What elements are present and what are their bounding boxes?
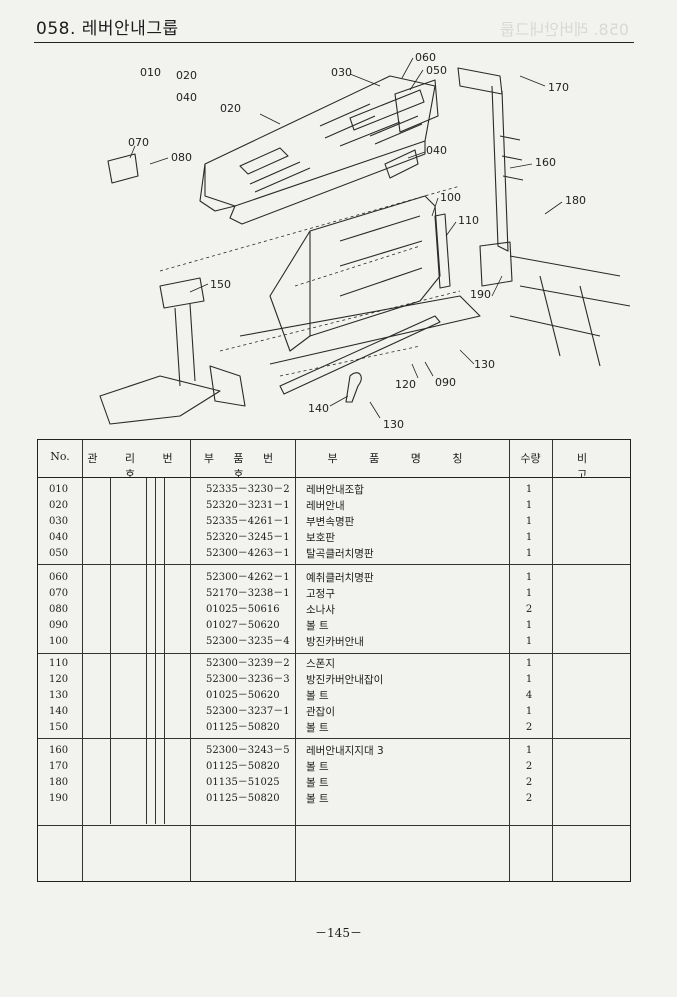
bleed-through-title: 058. 레버안내그룹 [499, 20, 629, 39]
callout-label: 180 [565, 194, 586, 207]
callout-label: 040 [426, 144, 447, 157]
diagram-linework [99, 67, 631, 425]
group-separator [38, 653, 630, 654]
column-divider [190, 440, 191, 881]
exploded-parts-diagram: 010 020 040 020 030 060 050 170 070 080 … [40, 46, 640, 436]
header-separator [38, 477, 630, 478]
header-mgmt-number: 관 리 번 호 [87, 452, 185, 481]
callout-label: 130 [383, 418, 404, 431]
header-remark: 비 고 [576, 452, 608, 481]
page-number: －145－ [315, 926, 362, 940]
header-no: No. [50, 450, 70, 463]
callout-label: 130 [474, 358, 495, 371]
callout-label: 020 [176, 69, 197, 82]
callout-label: 050 [426, 64, 447, 77]
callout-label: 070 [128, 136, 149, 149]
page-title: 058. 레버안내그룹 [36, 19, 179, 39]
callout-label: 110 [458, 214, 479, 227]
callout-label: 170 [548, 81, 569, 94]
callout-label: 190 [470, 288, 491, 301]
diagram-leaders [129, 57, 563, 419]
diagram-svg: 010 020 040 020 030 060 050 170 070 080 … [99, 51, 631, 431]
group-separator [38, 564, 630, 565]
group-separator [38, 825, 630, 826]
callout-label: 150 [210, 278, 231, 291]
callout-label: 120 [395, 378, 416, 391]
header-rule [34, 42, 634, 43]
mgmt-subdivider [155, 478, 156, 824]
column-divider [82, 440, 83, 881]
column-divider [295, 440, 296, 881]
column-divider [552, 440, 553, 881]
callout-label: 010 [140, 66, 161, 79]
callout-label: 080 [171, 151, 192, 164]
header-qty: 수량 [520, 452, 541, 465]
mgmt-subdivider [164, 478, 165, 824]
callout-label: 030 [331, 66, 352, 79]
callout-label: 100 [440, 191, 461, 204]
mgmt-subdivider [110, 478, 111, 824]
group-separator [38, 738, 630, 739]
callout-label: 040 [176, 91, 197, 104]
mgmt-subdivider [146, 478, 147, 824]
callout-label: 140 [308, 402, 329, 415]
callout-label: 160 [535, 156, 556, 169]
callout-label: 090 [435, 376, 456, 389]
callout-label: 020 [220, 102, 241, 115]
header-part-number: 부 품 번 호 [203, 452, 282, 481]
header-part-name: 부 품 명 칭 [327, 452, 477, 465]
column-divider [509, 440, 510, 881]
callout-label: 060 [415, 51, 436, 64]
